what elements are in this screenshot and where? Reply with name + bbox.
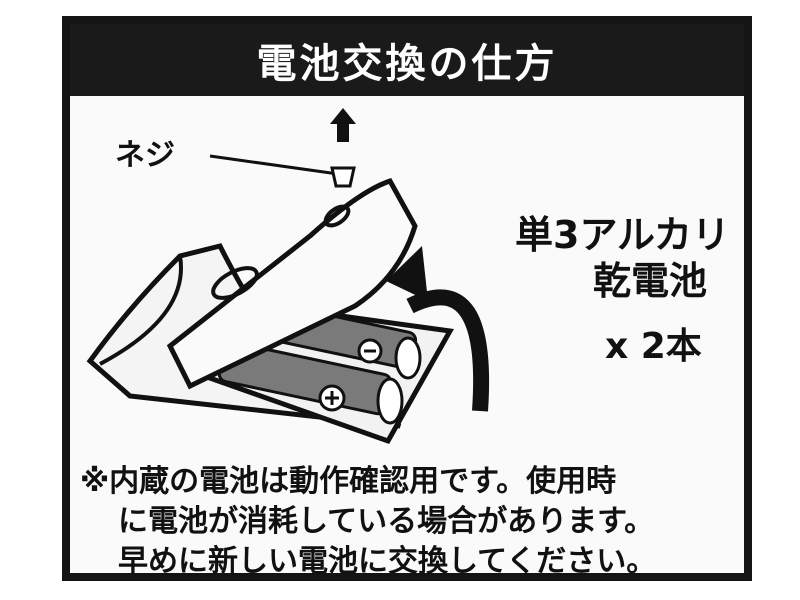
up-arrow-icon bbox=[330, 108, 356, 142]
notice-text: ※内蔵の電池は動作確認用です。使用時 に電池が消耗している場合があります。 早め… bbox=[80, 462, 656, 582]
page-title: 電池交換の仕方 bbox=[256, 41, 558, 87]
header-bar: 電池交換の仕方 bbox=[70, 24, 744, 96]
open-cover-arrow-head bbox=[386, 246, 428, 301]
screw-pointer bbox=[209, 154, 339, 176]
open-cover-arrow bbox=[406, 289, 490, 412]
device-edge bbox=[99, 255, 183, 366]
battery-kind: 乾電池 bbox=[593, 259, 708, 303]
notice-line-2: に電池が消耗している場合があります。 bbox=[118, 504, 655, 539]
cover-hole bbox=[211, 266, 259, 300]
battery-cover bbox=[166, 177, 418, 390]
screw-icon bbox=[330, 166, 356, 188]
battery-type: 単3アルカリ bbox=[515, 213, 730, 257]
screw-label: ネジ bbox=[115, 138, 175, 173]
battery-compartment-illustration bbox=[86, 108, 490, 445]
notice-line-1: ※内蔵の電池は動作確認用です。使用時 bbox=[80, 464, 617, 499]
notice-line-3: 早めに新しい電池に交換してください。 bbox=[118, 544, 657, 579]
battery-quantity: x 2本 bbox=[605, 326, 702, 367]
instruction-label: 電池交換の仕方 ネジ 単3アルカリ 乾電池 x 2本 bbox=[62, 16, 752, 581]
